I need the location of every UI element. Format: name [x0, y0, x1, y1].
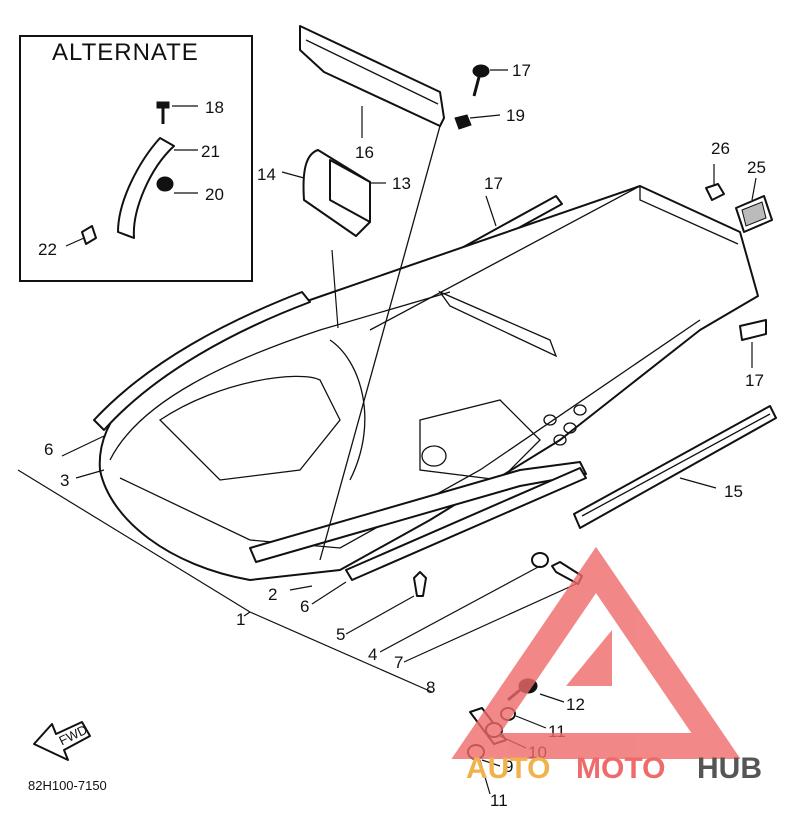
- callout-4: 4: [368, 645, 377, 664]
- callout-22: 20: [205, 185, 224, 204]
- part-6-left-rail: [93, 291, 311, 431]
- callout-26: 26: [711, 139, 730, 158]
- alternate-label: ALTERNATE: [52, 39, 199, 66]
- part-1-rear-frame: [98, 185, 759, 581]
- callout-5: 5: [336, 625, 345, 644]
- callout-9: 9: [504, 757, 513, 776]
- callout-15: 15: [724, 482, 743, 501]
- part-15-molding: [573, 405, 777, 529]
- part-25-26: [705, 164, 773, 233]
- callout-23: 21: [201, 142, 220, 161]
- callout-20: 18: [205, 98, 224, 117]
- callout-19: 17: [512, 61, 531, 80]
- leader-lines: [17, 125, 577, 693]
- callout-11-lower: 11: [490, 791, 508, 810]
- callout-6-upper: 6: [44, 440, 53, 459]
- part-2-lower-rail: [249, 461, 587, 581]
- watermark-logo: [451, 546, 741, 759]
- alternate-inset: ALTERNATE: [19, 35, 253, 282]
- part-19-21-fasteners: [454, 64, 508, 130]
- callout-18: 16: [355, 143, 374, 162]
- callout-16: 17: [484, 174, 503, 193]
- fasteners-5-7: [413, 552, 583, 597]
- callout-8: 8: [426, 678, 435, 697]
- callout-6-lower: 6: [300, 597, 309, 616]
- part-code: 82H100-7150: [28, 778, 107, 793]
- callout-2: 2: [268, 585, 277, 604]
- callout-24: 22: [38, 240, 57, 259]
- fwd-arrow-icon: FWD: [33, 721, 91, 761]
- callout-1: 1: [236, 610, 245, 629]
- callout-3: 3: [60, 471, 69, 490]
- part-17-reflector: [739, 319, 767, 368]
- callout-12: 12: [566, 695, 585, 714]
- callout-14: 14: [257, 165, 276, 184]
- callout-7: 7: [394, 653, 403, 672]
- watermark-text: AUTO MOTO HUB: [466, 752, 762, 785]
- part-18-seat-bracket: [299, 25, 445, 138]
- watermark-auto: AUTO: [466, 752, 550, 785]
- callouts: 18 21 20 22 17 19 16 14 13 17 26 25 17 1…: [38, 61, 766, 810]
- callout-25: 25: [747, 158, 766, 177]
- part-13-14-flap: [281, 149, 386, 237]
- callout-21: 19: [506, 106, 525, 125]
- callout-17: 17: [745, 371, 764, 390]
- watermark-moto: MOTO: [576, 752, 665, 785]
- callout-13: 13: [392, 174, 411, 193]
- watermark-hub: HUB: [697, 752, 762, 785]
